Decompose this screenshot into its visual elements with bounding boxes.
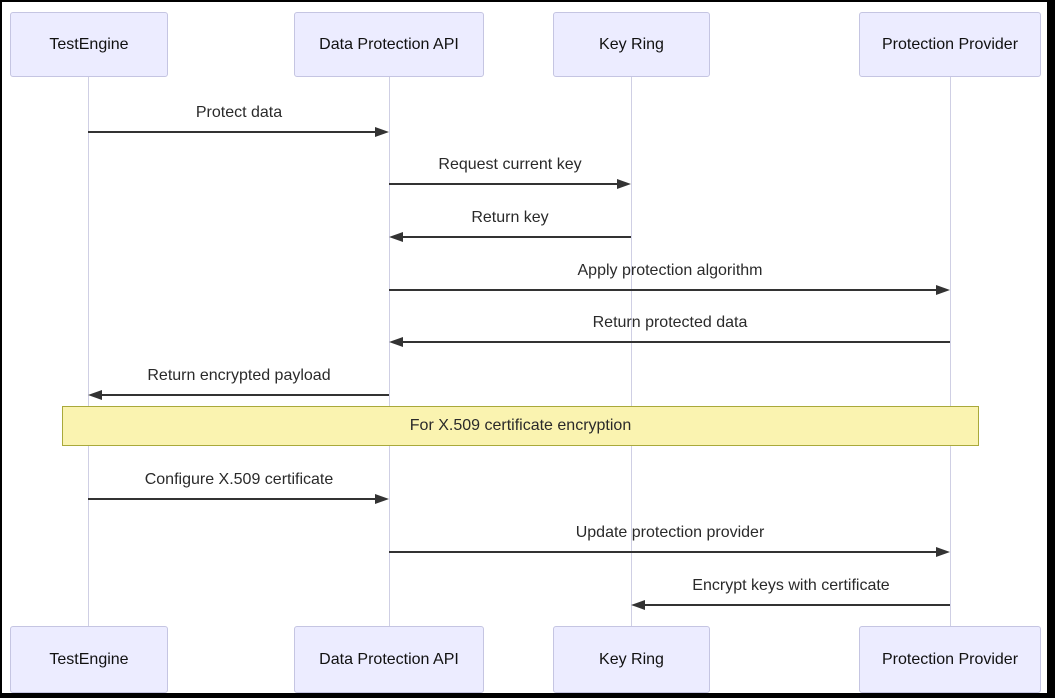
message-arrow-line bbox=[100, 394, 389, 396]
participant-box-bottom: Protection Provider bbox=[859, 626, 1041, 693]
participant-box-top: Data Protection API bbox=[294, 12, 484, 77]
message-arrow-line bbox=[389, 289, 938, 291]
participant-box-bottom: Data Protection API bbox=[294, 626, 484, 693]
message-label: Configure X.509 certificate bbox=[144, 471, 334, 488]
message-arrowhead bbox=[389, 232, 403, 242]
message-arrow-line bbox=[88, 131, 377, 133]
participant-box-top: TestEngine bbox=[10, 12, 168, 77]
message-arrow-line bbox=[401, 236, 631, 238]
participant-box-top: Key Ring bbox=[553, 12, 710, 77]
message-label: Return protected data bbox=[592, 314, 748, 331]
message-label: Request current key bbox=[438, 156, 582, 173]
message-label: Apply protection algorithm bbox=[577, 262, 763, 279]
lifeline bbox=[88, 77, 89, 626]
message-arrowhead bbox=[936, 547, 950, 557]
participant-box-bottom: TestEngine bbox=[10, 626, 168, 693]
message-arrowhead bbox=[375, 127, 389, 137]
message-arrow-line bbox=[643, 604, 950, 606]
message-arrowhead bbox=[936, 285, 950, 295]
message-arrow-line bbox=[389, 551, 938, 553]
message-arrowhead bbox=[617, 179, 631, 189]
message-label: Update protection provider bbox=[575, 524, 765, 541]
lifeline bbox=[389, 77, 390, 626]
message-label: Protect data bbox=[195, 104, 283, 121]
message-label: Encrypt keys with certificate bbox=[692, 577, 890, 594]
lifeline bbox=[950, 77, 951, 626]
message-label: Return key bbox=[471, 209, 549, 226]
message-arrowhead bbox=[375, 494, 389, 504]
message-arrow-line bbox=[389, 183, 619, 185]
participant-box-bottom: Key Ring bbox=[553, 626, 710, 693]
message-arrowhead bbox=[389, 337, 403, 347]
message-label: Return encrypted payload bbox=[147, 367, 331, 384]
message-arrow-line bbox=[88, 498, 377, 500]
participant-box-top: Protection Provider bbox=[859, 12, 1041, 77]
message-arrowhead bbox=[631, 600, 645, 610]
lifeline bbox=[631, 77, 632, 626]
note: For X.509 certificate encryption bbox=[62, 406, 979, 446]
message-arrow-line bbox=[401, 341, 950, 343]
message-arrowhead bbox=[88, 390, 102, 400]
